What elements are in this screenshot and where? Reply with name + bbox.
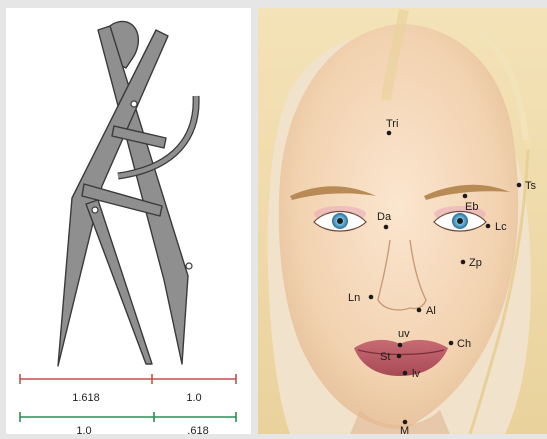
face-illustration: Tri Ts Eb Da Lc Zp Ln Al uv St Ch lv M bbox=[258, 8, 547, 434]
landmark-ts-dot bbox=[517, 183, 522, 188]
landmark-m-dot bbox=[403, 420, 408, 425]
landmark-ch-label: Ch bbox=[457, 338, 471, 350]
landmark-da-dot bbox=[384, 225, 389, 230]
scale-bottom-right-label: .618 bbox=[187, 425, 208, 434]
landmark-lv-dot bbox=[403, 371, 408, 376]
landmark-al-label: Al bbox=[426, 305, 436, 317]
scale-bottom-left-label: 1.0 bbox=[76, 425, 91, 434]
landmark-st-dot bbox=[397, 354, 402, 359]
caliper-rivet bbox=[186, 263, 192, 269]
scale-top-left-label: 1.618 bbox=[72, 392, 100, 404]
landmark-uv-dot bbox=[398, 343, 403, 348]
landmark-al-dot bbox=[417, 308, 422, 313]
landmark-tri-label: Tri bbox=[386, 118, 398, 130]
landmark-st-label: St bbox=[380, 351, 390, 363]
caliper-panel: 1.618 1.0 1.0 .618 bbox=[6, 8, 251, 434]
landmark-zp-dot bbox=[461, 260, 466, 265]
landmark-ts-label: Ts bbox=[525, 180, 537, 192]
landmark-ln-label: Ln bbox=[348, 292, 360, 304]
caliper-rivet bbox=[92, 207, 98, 213]
landmark-m-label: M bbox=[400, 425, 409, 434]
landmark-eb-dot bbox=[463, 194, 468, 199]
caliper-arm-middle bbox=[86, 200, 152, 364]
landmark-ln-dot bbox=[369, 295, 374, 300]
landmark-tri-dot bbox=[387, 131, 392, 136]
landmark-lv-label: lv bbox=[412, 368, 420, 380]
scale-top-right-label: 1.0 bbox=[186, 392, 201, 404]
landmark-lc-label: Lc bbox=[495, 221, 507, 233]
landmark-zp-label: Zp bbox=[469, 257, 482, 269]
caliper-rivet bbox=[131, 101, 137, 107]
landmark-uv-label: uv bbox=[398, 328, 410, 340]
landmark-ch-dot bbox=[449, 341, 454, 346]
caliper-diagram: 1.618 1.0 1.0 .618 bbox=[6, 8, 251, 434]
face-panel: Tri Ts Eb Da Lc Zp Ln Al uv St Ch lv M bbox=[258, 8, 547, 434]
landmark-lc-dot bbox=[486, 224, 491, 229]
scale-bottom: 1.0 .618 bbox=[20, 412, 236, 434]
landmark-eb-label: Eb bbox=[465, 201, 478, 213]
landmark-da-label: Da bbox=[377, 211, 392, 223]
scale-top: 1.618 1.0 bbox=[20, 374, 236, 404]
